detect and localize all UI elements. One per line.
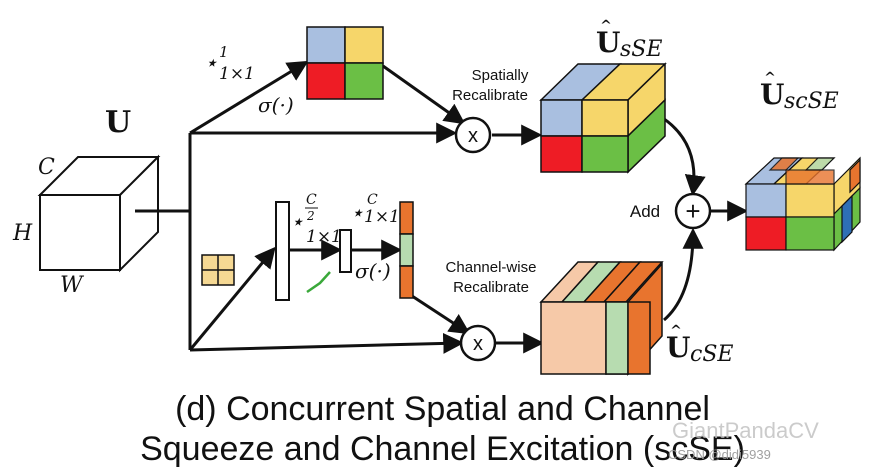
multiply-top: x [454,116,492,154]
reduced-vector-bar [339,229,352,273]
spatial-attention-map [306,26,384,100]
add-symbol: + [685,196,700,226]
u-scse-main: U [760,78,784,111]
conv-top-star: ⋆ [204,51,218,76]
pooled-vector-bar [275,201,290,301]
multiply-bottom-symbol: x [473,333,483,355]
caption-line-1: (d) Concurrent Spatial and Channel [175,390,710,428]
conv-mid1-sup-den: 2 [306,209,315,223]
global-pool-icon [201,254,235,286]
add-operator: + [674,192,712,230]
spatially-recalibrate-label: Recalibrate [452,87,528,104]
conv-mid1-sub: 1×1 [306,227,342,247]
arrow-cse-to-add [663,227,704,322]
u-cse-cube [539,261,664,376]
watermark-giantpandacv: GiantPandaCV [672,418,819,443]
label-u: U [105,105,131,140]
multiply-bottom: x [459,324,497,362]
channelwise-recalibrate-label: Recalibrate [453,279,529,296]
conv-top-sub: 1×1 [219,64,255,84]
sigma-bottom: σ(·) [355,259,391,283]
conv-mid2-sub: 1×1 [364,207,400,227]
input-cube-u [37,154,161,273]
label-w: W [60,273,85,298]
channelwise-label: Channel-wise [446,259,537,276]
u-sse-sub: sSE [620,37,662,62]
multiply-top-symbol: x [468,125,478,147]
flow-lines [135,60,749,354]
conv-mid1-sup-num: C [306,192,317,208]
u-scse-cube [744,156,861,252]
u-scse-hat: ^ [764,70,776,86]
u-cse-hat: ^ [670,323,682,339]
sigma-top: σ(·) [258,93,294,117]
u-sse-cube [539,62,667,174]
u-sse-main: U [596,26,620,59]
arrow-sse-to-add [657,113,706,197]
u-cse-sub: cSE [690,342,733,367]
watermark-csdn: CSDN @didi5939 [668,447,771,462]
u-sse-hat: ^ [600,18,612,34]
label-h: H [12,221,33,246]
add-label: Add [630,202,660,221]
conv-top-sup: 1 [219,43,229,61]
u-cse-main: U [666,331,690,364]
spatially-label: Spatially [472,67,529,84]
label-c: C [38,155,55,180]
conv-mid2-star: ⋆ [350,201,364,226]
u-scse-sub: scSE [784,89,839,114]
caption-line-2: Squeeze and Channel Excitation (scSE) [140,430,745,468]
conv-mid1-star: ⋆ [290,210,304,235]
channel-attention-bar [399,201,414,299]
relu-icon [306,271,331,294]
conv-mid2-sup: C [367,192,378,208]
